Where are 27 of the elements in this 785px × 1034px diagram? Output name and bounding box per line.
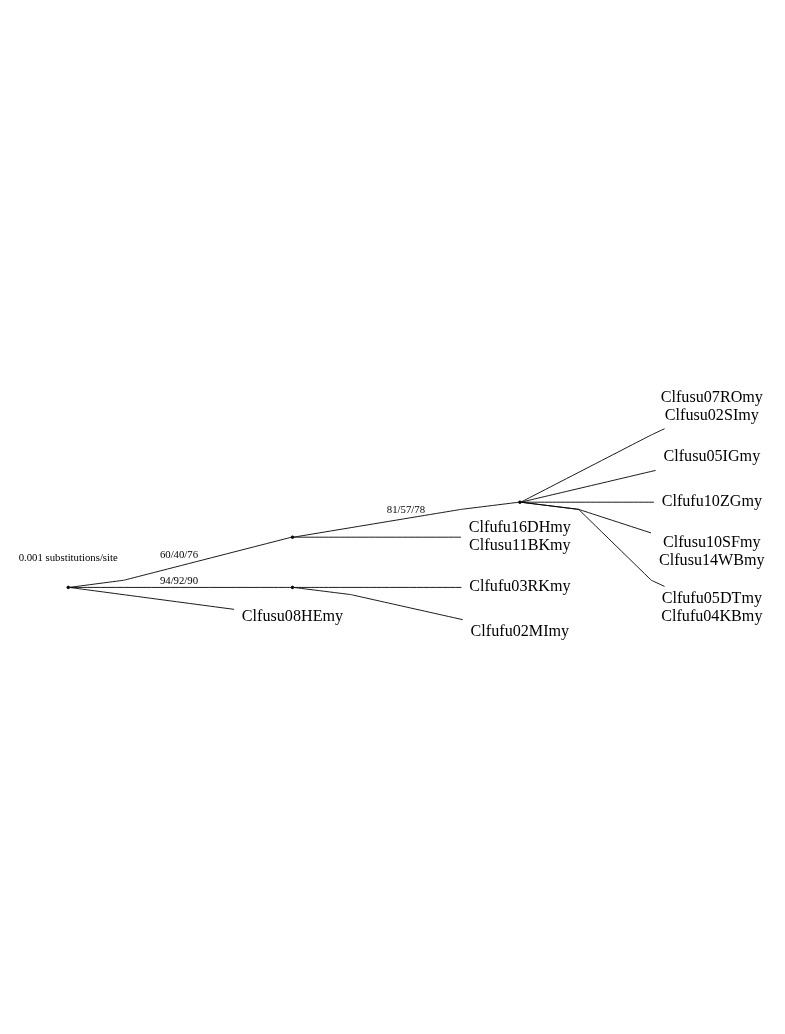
connector	[69, 587, 235, 610]
node-point	[518, 500, 522, 504]
connector	[293, 587, 464, 621]
node-text: Clfufu02MImy	[470, 622, 570, 640]
node-point	[66, 585, 70, 590]
connector	[520, 501, 655, 503]
connector	[69, 536, 292, 588]
node-text: Clfufu05DTmy Clfufu04KBmy	[661, 589, 763, 624]
node-text: Clfusu08HEmy	[241, 606, 344, 624]
connector	[520, 501, 665, 587]
connector	[293, 501, 519, 538]
node-text: Clfusu05IGmy	[663, 447, 761, 465]
node-text: Clfufu10ZGmy	[661, 492, 762, 510]
connector	[293, 536, 462, 538]
node-text: Clfufu03RKmy	[469, 577, 571, 595]
node-text: Clfusu07ROmy Clfusu02SImy	[660, 388, 763, 424]
label: 0.001 substitutions/site	[18, 550, 118, 563]
connector	[520, 501, 652, 534]
node-text: Clfusu10SFmy Clfusu14WBmy	[658, 533, 765, 569]
connector	[520, 469, 657, 503]
node-text: Clfufu16DHmy Clfusu11BKmy	[468, 518, 571, 554]
edge-label: 81/57/78	[386, 502, 426, 515]
connector	[520, 428, 665, 503]
edge-label: 60/40/76	[159, 548, 199, 561]
edge-label: 94/92/90	[159, 574, 199, 587]
node-point	[290, 585, 295, 590]
node-point	[290, 535, 295, 539]
